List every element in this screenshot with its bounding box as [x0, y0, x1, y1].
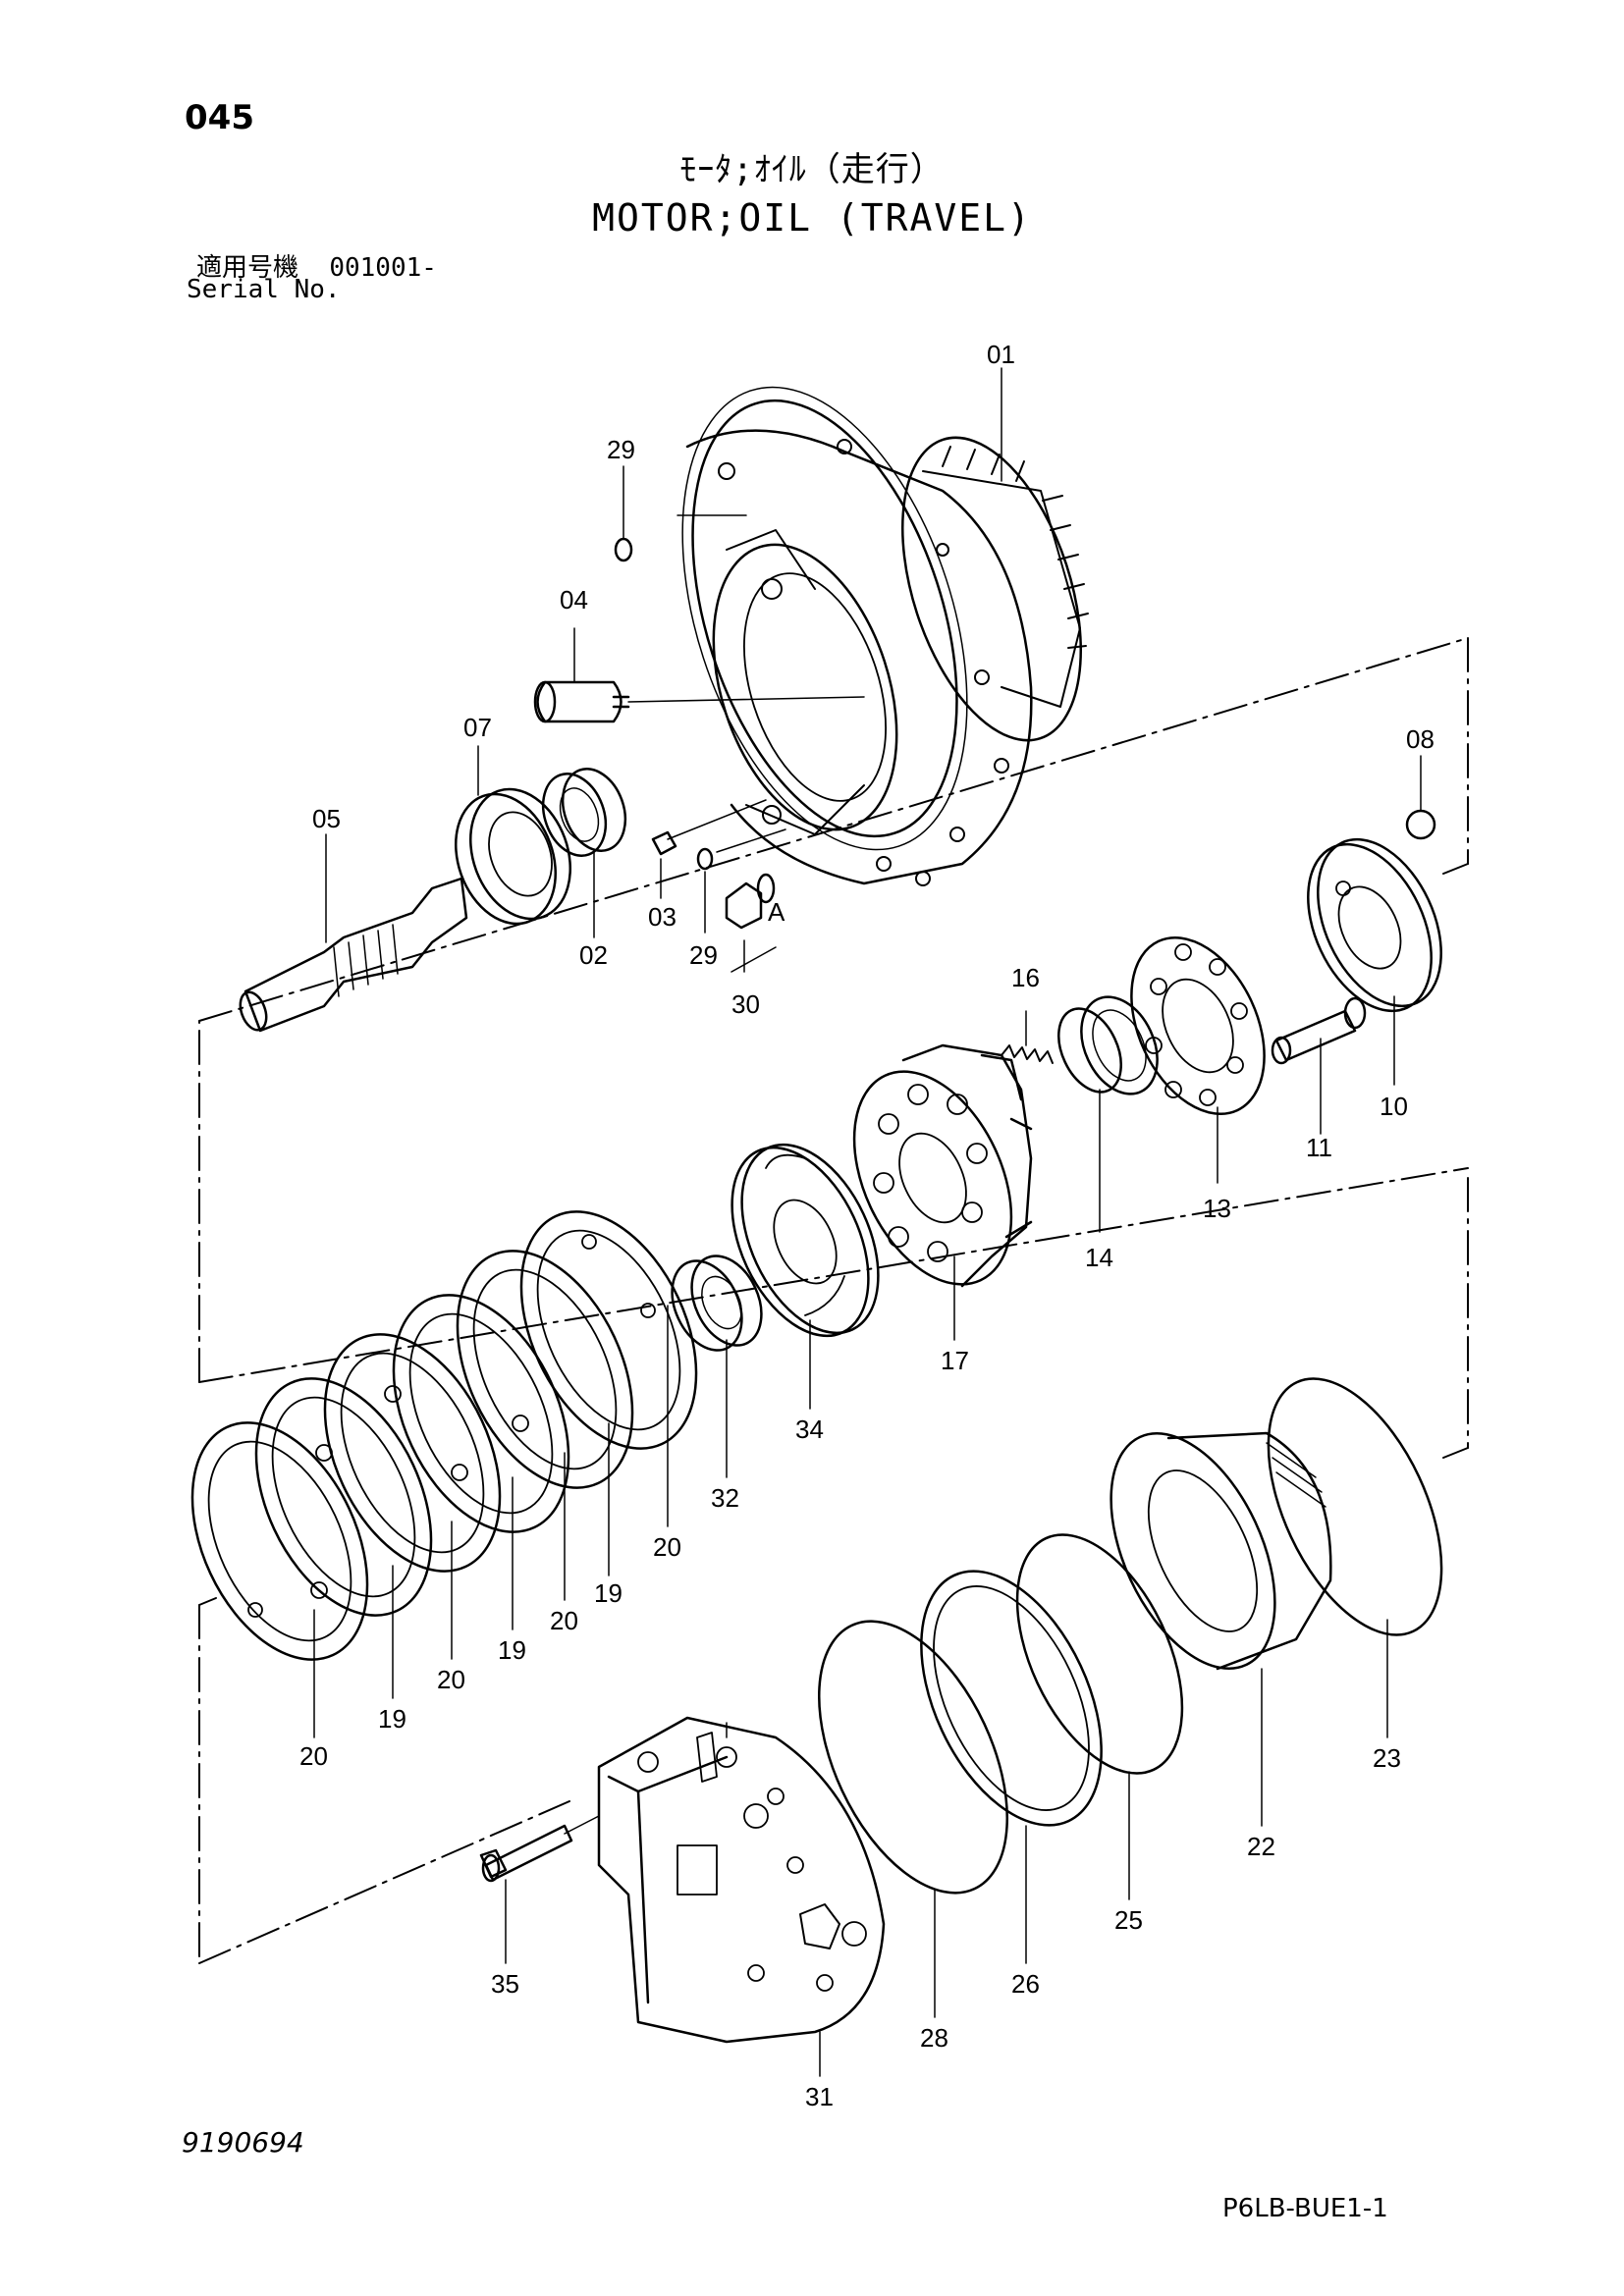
callout-29: 29 — [607, 435, 635, 464]
part-23-oring — [1267, 1377, 1443, 1636]
part-10-plate — [1307, 837, 1442, 1013]
page-code: P6LB-BUE1-1 — [1222, 2194, 1388, 2223]
part-29-oring-upper — [614, 514, 747, 562]
serial-label-jp: 適用号機 — [196, 253, 299, 283]
callout-10: 10 — [1380, 1092, 1408, 1121]
part-25-oring — [1015, 1533, 1184, 1775]
part-29-oring-lower — [696, 828, 786, 871]
title-japanese: ﾓｰﾀ;ｵｲﾙ（走行） — [679, 150, 945, 189]
callout-13: 13 — [1203, 1194, 1231, 1223]
part-30-valve — [725, 873, 777, 973]
callout-03: 03 — [648, 902, 677, 932]
callout-14: 14 — [1085, 1243, 1113, 1272]
part-28-oring — [817, 1620, 1009, 1895]
callout-22: 22 — [1247, 1832, 1275, 1861]
callout-23: 23 — [1373, 1743, 1401, 1773]
callout-02: 02 — [579, 940, 608, 970]
callout-20: 20 — [437, 1665, 465, 1694]
callout-01: 01 — [987, 340, 1015, 369]
callout-26: 26 — [1011, 1969, 1040, 1999]
callout-19: 19 — [594, 1578, 623, 1608]
callout-20: 20 — [653, 1532, 681, 1562]
part-02-collar — [541, 768, 627, 857]
parts-19-20-friction-plates — [190, 1210, 698, 1661]
serial-value: 001001- — [329, 253, 437, 283]
part-17-cylinder-block — [852, 1043, 1033, 1288]
part-22-piston — [1110, 1431, 1332, 1671]
part-35-bolt — [479, 1815, 600, 1883]
serial-label-en: Serial No. — [187, 275, 341, 304]
callout-28: 28 — [920, 2023, 948, 2053]
callout-31: 31 — [805, 2082, 834, 2111]
callout-A: A — [768, 897, 785, 927]
title-english: MOTOR;OIL (TRAVEL) — [592, 196, 1032, 240]
callout-19: 19 — [498, 1635, 526, 1665]
part-26-backup-ring — [920, 1570, 1103, 1827]
callout-30: 30 — [731, 989, 760, 1019]
callout-07: 07 — [463, 713, 492, 742]
part-03-plug — [651, 799, 767, 856]
part-13-retainer-plate — [1130, 935, 1266, 1116]
part-11-pin — [1271, 996, 1367, 1065]
part-05-shaft — [239, 877, 468, 1033]
callout-17: 17 — [941, 1346, 969, 1375]
callout-20: 20 — [299, 1741, 328, 1771]
callout-labels: 01 29 04 07 08 05 03 29 02 A 30 16 10 11… — [299, 340, 1435, 2111]
part-07-bearing — [455, 787, 571, 926]
part-14-ball-guide — [1057, 995, 1159, 1095]
callout-20: 20 — [550, 1606, 578, 1635]
callout-29: 29 — [689, 940, 718, 970]
leader-lines — [313, 367, 1422, 2077]
drawing-number: 9190694 — [182, 2126, 304, 2159]
callout-19: 19 — [378, 1704, 406, 1734]
part-04-pin — [533, 680, 865, 723]
callout-25: 25 — [1114, 1905, 1143, 1935]
part-32-bearing — [671, 1255, 763, 1352]
part-01-housing — [681, 386, 1089, 886]
callout-05: 05 — [312, 804, 341, 833]
callout-34: 34 — [795, 1415, 824, 1444]
part-34-valve-plate — [731, 1143, 880, 1338]
serial-line: 適用号機 001001- — [196, 247, 437, 284]
callout-16: 16 — [1011, 963, 1040, 992]
callout-11: 11 — [1306, 1133, 1332, 1162]
callout-35: 35 — [491, 1969, 519, 1999]
callout-08: 08 — [1406, 724, 1435, 754]
part-31-rear-flange — [597, 1716, 886, 2044]
page-number: 045 — [185, 98, 254, 137]
callout-04: 04 — [560, 585, 588, 614]
callout-32: 32 — [711, 1483, 739, 1513]
group-frame-lower — [198, 1177, 1469, 1964]
part-16-spring — [1001, 1044, 1054, 1064]
part-08-ball — [1405, 809, 1436, 840]
